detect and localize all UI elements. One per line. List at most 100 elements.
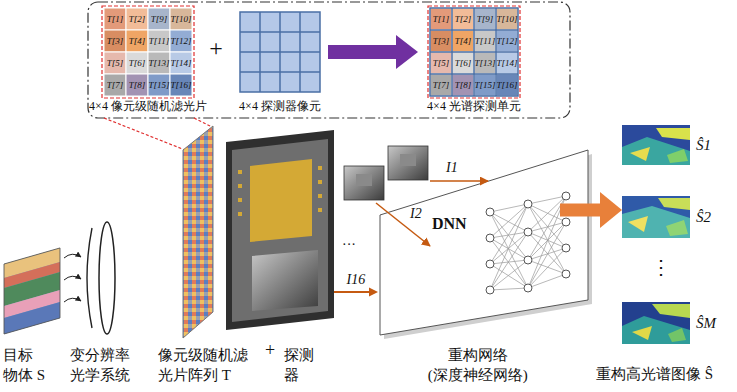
image-ground: [622, 125, 690, 165]
plus-sign: +: [206, 34, 226, 62]
image-region: [668, 328, 686, 342]
signal-name: I16: [345, 271, 368, 288]
arrow-connector: [334, 288, 378, 297]
output-band: ŜM: [622, 302, 735, 344]
filter-cell: [148, 74, 170, 96]
node-label: Ŝ1: [696, 135, 711, 155]
filter-cell: [474, 52, 496, 74]
input-arrow: [430, 180, 488, 182]
cell-label: T[5]: [430, 52, 452, 74]
node-caption: 重构网络 (深度神经网络): [423, 345, 533, 385]
arrowhead: [396, 35, 418, 69]
detector-photo: [252, 250, 318, 311]
image-detail: [400, 154, 416, 166]
node-label: 4×4 像元级随机滤光片: [88, 99, 208, 113]
image-region: [656, 128, 690, 140]
node-label: 探测 器: [284, 345, 319, 385]
detector: 探测 器: [226, 120, 334, 390]
network-panel: [380, 150, 588, 335]
spectral-image: [622, 196, 690, 238]
plus-sign: +: [262, 339, 278, 361]
node-label: DNN: [432, 214, 467, 234]
neuron: [486, 286, 494, 294]
cell-label: T[12]: [496, 30, 518, 52]
filter-cell: [126, 52, 148, 74]
spectral-grid-cells: [430, 8, 518, 96]
output-band: Ŝ2: [622, 196, 735, 238]
neuron: [486, 260, 494, 268]
grid-lines: [240, 12, 320, 92]
spectral-image: [622, 302, 690, 344]
input-arrow: [376, 203, 430, 246]
cell-label: T[9]: [148, 8, 170, 30]
neuron: [524, 200, 532, 208]
cell-label: T[6]: [126, 52, 148, 74]
cell-label: T[12]: [170, 30, 192, 52]
filter-cell: [430, 52, 452, 74]
cell-label: T[7]: [104, 74, 126, 96]
cell-label: T[6]: [452, 52, 474, 74]
lens: [99, 222, 115, 334]
reconstruction-network: DNN 重构网络 (深度神经网络): [378, 140, 560, 390]
filter-cell: [104, 30, 126, 52]
image-region: [628, 216, 648, 232]
cell-label: T[2]: [452, 8, 474, 30]
filter-cell: [474, 30, 496, 52]
signal-name: I1: [446, 159, 458, 176]
filter-cell: [496, 74, 518, 96]
neuron: [562, 192, 570, 200]
filter-cell: [430, 8, 452, 30]
connector-line: [560, 204, 601, 217]
detector-grid: [240, 12, 320, 92]
cell-label: T[15]: [148, 74, 170, 96]
cell-label: T[5]: [104, 52, 126, 74]
caption: 重构高光谱图像 Ŝ: [596, 364, 713, 384]
grid-lines: [430, 8, 518, 96]
neuron: [562, 270, 570, 278]
cell-label: T[13]: [148, 52, 170, 74]
lens-curve: [87, 228, 92, 328]
light-ray: [64, 298, 81, 302]
node-label: 像元级随机滤 光片阵列 T: [158, 345, 253, 385]
filter-cell: [148, 30, 170, 52]
filter-cell: [148, 52, 170, 74]
cell-label: T[10]: [496, 8, 518, 30]
image-band: [4, 248, 60, 334]
filter-cell: [452, 74, 474, 96]
image-ground: [622, 196, 690, 238]
arrow-connector: [560, 192, 622, 228]
detector-chip: [250, 159, 312, 242]
filter-array: [183, 126, 213, 338]
cell-label: T[8]: [126, 74, 148, 96]
cell-label: T[4]: [452, 30, 474, 52]
filter-cell: [104, 74, 126, 96]
image-region: [652, 304, 690, 318]
image-region: [622, 137, 690, 165]
neuron: [486, 234, 494, 242]
filter-array: 像元级随机滤 光片阵列 T: [150, 120, 262, 390]
image-region: [622, 206, 690, 238]
filter-cell: [126, 30, 148, 52]
image-region: [622, 316, 690, 344]
cell-label: T[10]: [170, 8, 192, 30]
image-border: [4, 248, 60, 334]
node-label: 4×4 光谱探测单元: [418, 99, 530, 113]
neuron: [486, 208, 494, 216]
detector-board: [226, 130, 334, 330]
image-region: [658, 198, 690, 210]
detector-grid: 4×4 探测器像元: [232, 4, 328, 115]
filter-cell: [474, 74, 496, 96]
neuron: [562, 244, 570, 252]
filter-cell: [170, 52, 192, 74]
arrow-connector: [328, 35, 418, 69]
image-region: [632, 326, 652, 340]
arrowhead: [369, 288, 378, 297]
filter-cell: [452, 8, 474, 30]
cell-label: T[14]: [496, 52, 518, 74]
light-ray: [64, 276, 81, 280]
target-image: [4, 248, 60, 334]
arrowhead: [600, 192, 622, 228]
cell-label: T[16]: [496, 74, 518, 96]
network-weights: [490, 196, 566, 290]
